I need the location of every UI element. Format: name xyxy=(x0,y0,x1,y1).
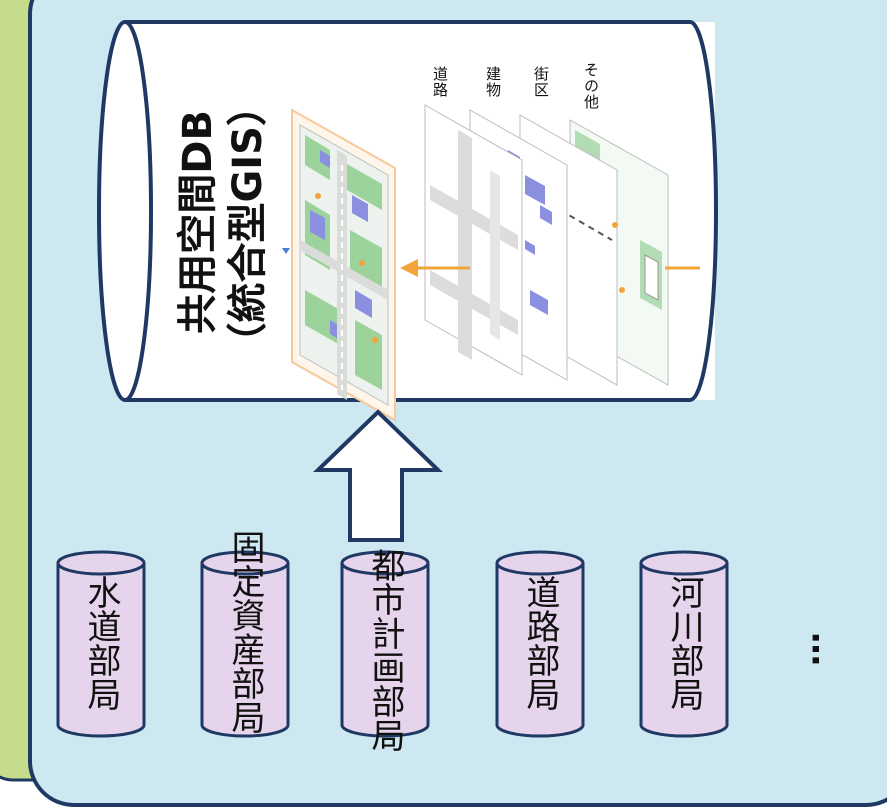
integrated-map xyxy=(291,108,396,422)
layer-label-building: 建物 xyxy=(484,66,502,98)
db-title-line1: 共用空間DB xyxy=(175,110,221,334)
merge-arrow-head xyxy=(400,259,418,277)
more-ellipsis: … xyxy=(788,628,828,666)
db-title-line2: （統合型GIS） xyxy=(225,86,271,363)
layer-label-road: 道路 xyxy=(431,66,449,98)
layer-label-block: 街区 xyxy=(532,66,550,98)
map-marker xyxy=(282,248,290,254)
dept-cylinder-river xyxy=(639,550,729,738)
dept-label-urban: 都市計画部局 xyxy=(365,548,405,752)
dept-label-assets: 固定資産部局 xyxy=(225,530,265,734)
layer-stack xyxy=(424,104,669,386)
dept-cylinder-assets xyxy=(200,550,290,738)
dept-label-river: 河川部局 xyxy=(664,575,704,711)
dept-cylinder-urban xyxy=(340,550,430,738)
dept-label-water: 水道部局 xyxy=(81,575,121,711)
dept-label-road: 道路部局 xyxy=(520,575,560,711)
upload-arrow xyxy=(313,409,443,542)
dept-cylinders xyxy=(56,550,729,738)
dept-cylinder-road xyxy=(495,550,585,738)
dept-cylinder-water xyxy=(56,550,146,738)
layer-label-other: その他 xyxy=(582,62,600,110)
